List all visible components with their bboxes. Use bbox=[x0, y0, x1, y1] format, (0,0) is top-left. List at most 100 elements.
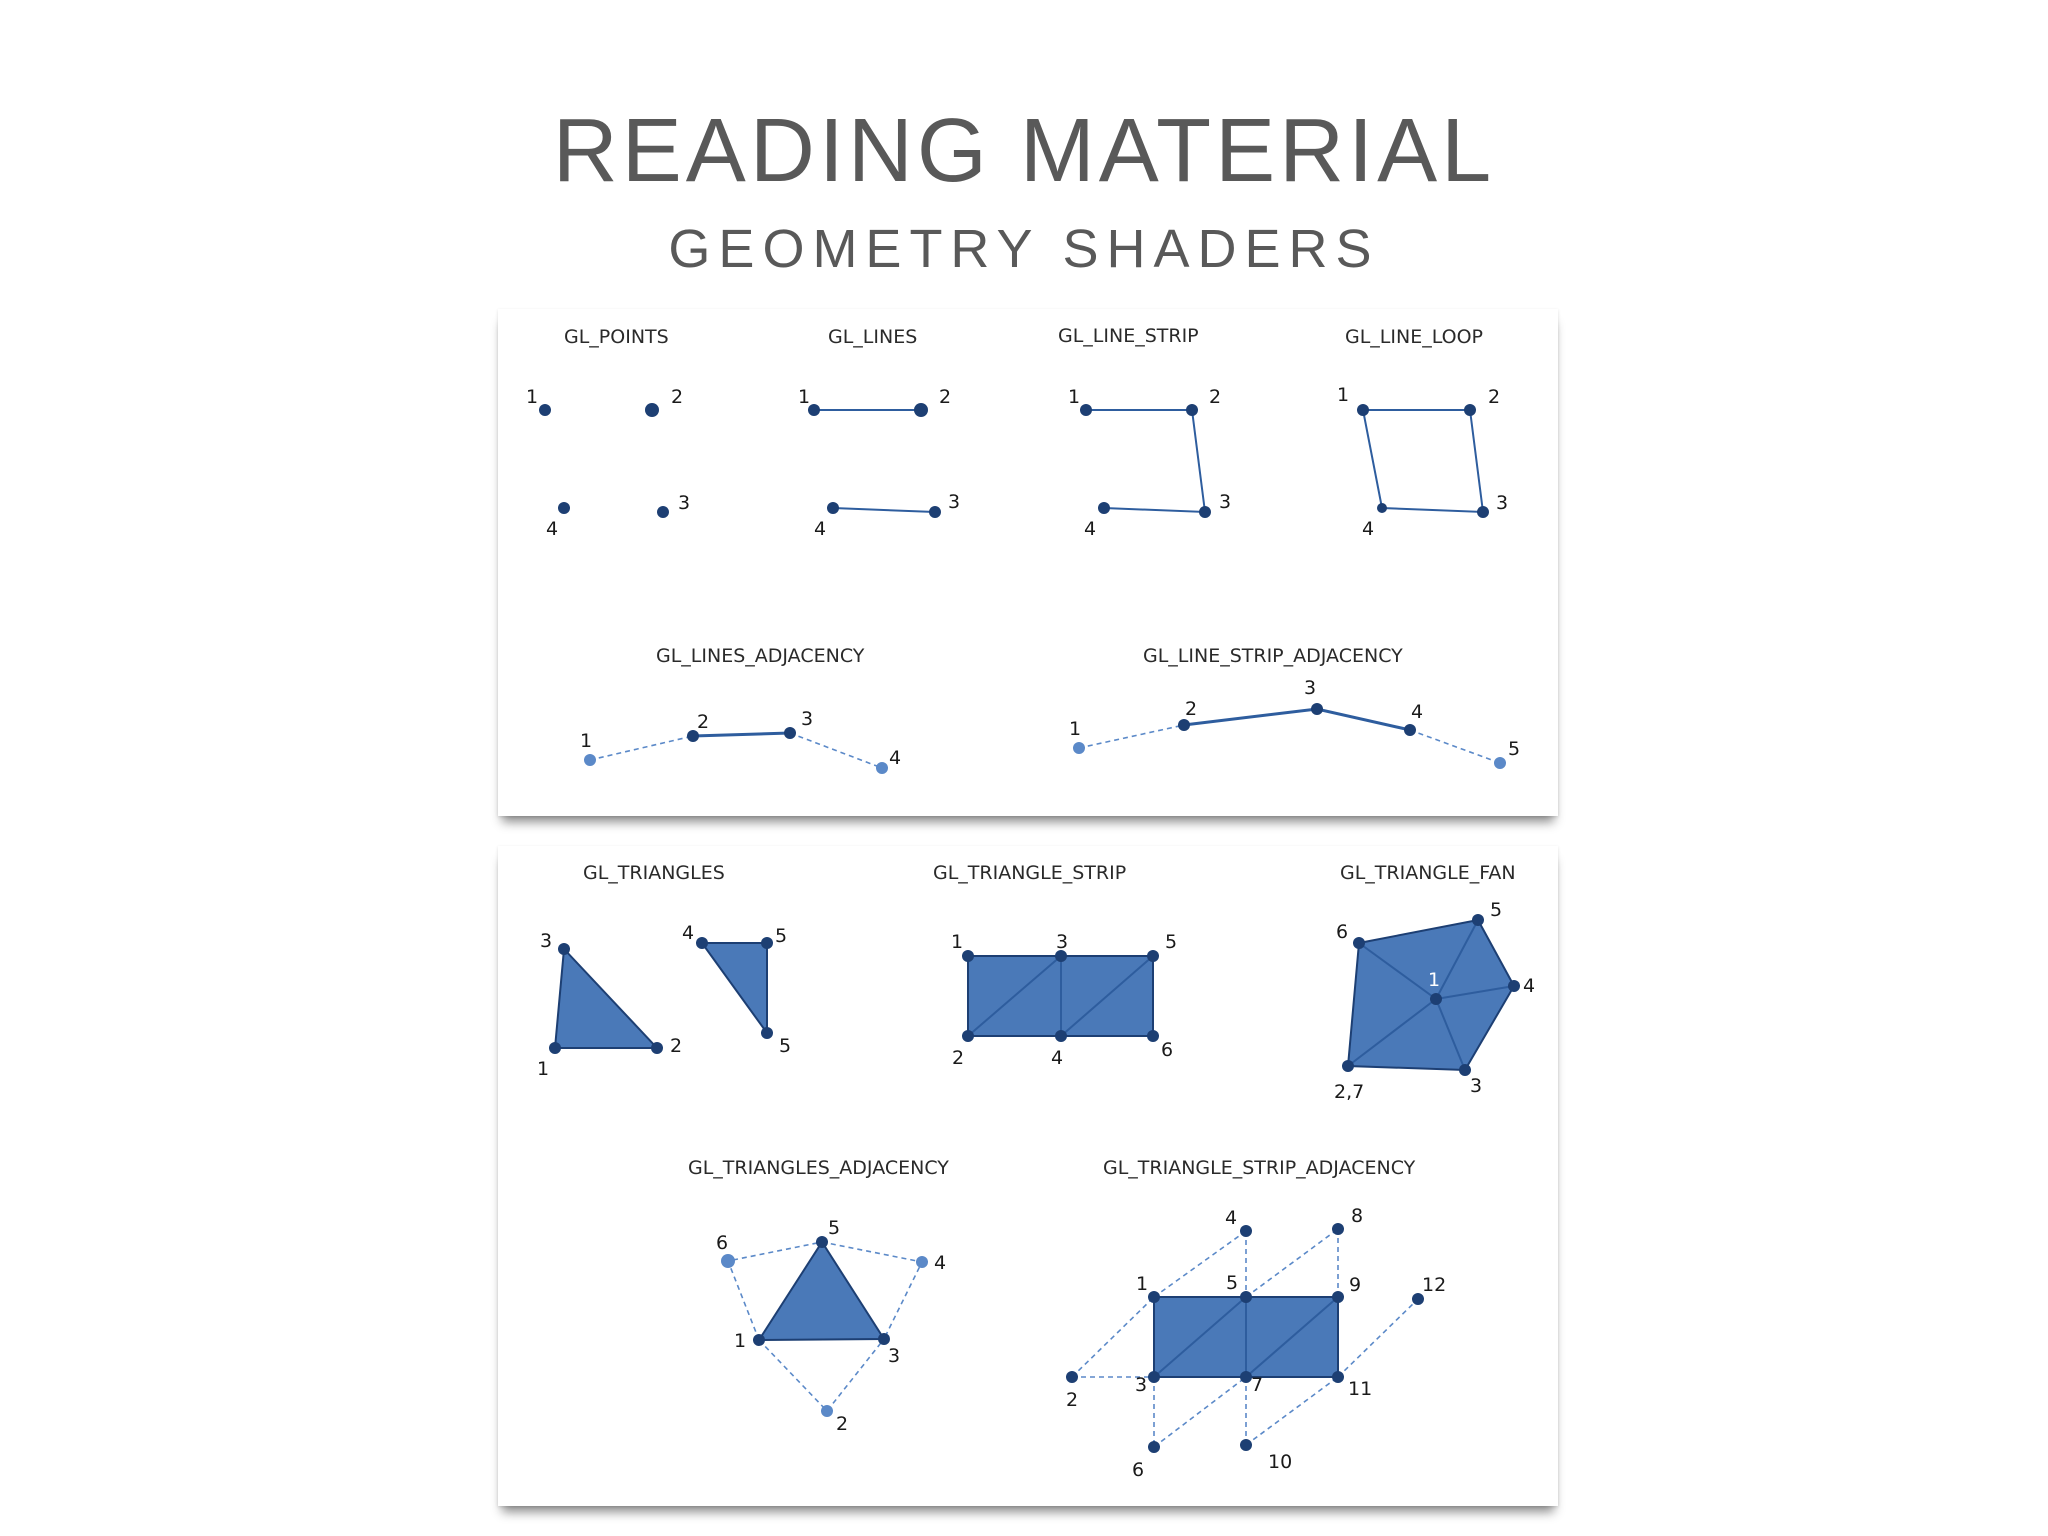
vertex-label: 1 bbox=[951, 931, 963, 953]
vertex-label: 4 bbox=[1051, 1047, 1063, 1069]
vertex-point bbox=[1332, 1223, 1344, 1235]
gl-triangle-strip-label: GL_TRIANGLE_STRIP bbox=[933, 862, 1126, 884]
vertex-point bbox=[1464, 404, 1476, 416]
gl-line-loop-label: GL_LINE_LOOP bbox=[1345, 326, 1483, 348]
gl-triangles-label: GL_TRIANGLES bbox=[583, 862, 725, 884]
line-segment bbox=[832, 507, 936, 513]
vertex-label: 2 bbox=[939, 386, 951, 408]
vertex-label: 2 bbox=[671, 386, 683, 408]
vertex-label: 3 bbox=[1470, 1075, 1482, 1097]
vertex-label: 4 bbox=[1084, 518, 1096, 540]
vertex-point bbox=[962, 950, 974, 962]
vertex-point bbox=[549, 1042, 561, 1054]
gl-points-diagram: GL_POINTS 1 2 3 4 bbox=[526, 326, 690, 540]
gl-line-strip-adjacency-label: GL_LINE_STRIP_ADJACENCY bbox=[1143, 645, 1403, 667]
gl-line-strip-adjacency-diagram: GL_LINE_STRIP_ADJACENCY 1 2 3 4 5 bbox=[1069, 645, 1520, 769]
vertex-point bbox=[1148, 1371, 1160, 1383]
adjacency-edge bbox=[1153, 1230, 1247, 1298]
adjacency-edge bbox=[758, 1338, 885, 1413]
vertex-label: 5 bbox=[1508, 738, 1520, 760]
adjacency-edge bbox=[1245, 1376, 1339, 1446]
vertex-point bbox=[1430, 993, 1442, 1005]
vertex-label: 1 bbox=[1136, 1273, 1148, 1295]
vertex-label: 6 bbox=[1132, 1459, 1144, 1481]
vertex-label: 12 bbox=[1422, 1274, 1446, 1296]
vertex-label: 2 bbox=[1209, 386, 1221, 408]
adjacency-edge bbox=[789, 732, 883, 769]
vertex-point bbox=[1147, 950, 1159, 962]
vertex-label: 6 bbox=[1161, 1039, 1173, 1061]
vertex-point bbox=[645, 403, 659, 417]
gl-triangle-strip-adjacency-diagram: GL_TRIANGLE_STRIP_ADJACENCY 1 2 3 4 5 6 bbox=[1066, 1157, 1446, 1481]
vertex-label: 1 bbox=[734, 1330, 746, 1352]
triangle-primitives-diagram: GL_TRIANGLES 1 2 3 4 5 5 GL_TRIANGLE_STR… bbox=[537, 862, 1535, 1481]
vertex-label: 3 bbox=[540, 930, 552, 952]
gl-triangles-adjacency-label: GL_TRIANGLES_ADJACENCY bbox=[688, 1157, 949, 1179]
vertex-point bbox=[761, 1027, 773, 1039]
vertex-point bbox=[1148, 1291, 1160, 1303]
vertex-point bbox=[1055, 1030, 1067, 1042]
vertex-point bbox=[1477, 506, 1489, 518]
line-loop bbox=[1361, 409, 1485, 514]
triangle-edge bbox=[967, 955, 1062, 1037]
gl-lines-label: GL_LINES bbox=[828, 326, 917, 348]
vertex-point bbox=[1342, 1060, 1354, 1072]
gl-triangle-strip-diagram: GL_TRIANGLE_STRIP 1 2 3 4 5 6 bbox=[933, 862, 1177, 1069]
vertex-point bbox=[827, 502, 839, 514]
vertex-label: 4 bbox=[546, 518, 558, 540]
vertex-point bbox=[1148, 1441, 1160, 1453]
vertex-label: 3 bbox=[1056, 931, 1068, 953]
vertex-label: 10 bbox=[1268, 1451, 1292, 1473]
vertex-label: 7 bbox=[1251, 1374, 1263, 1396]
vertex-label: 11 bbox=[1348, 1378, 1372, 1400]
vertex-point bbox=[1332, 1291, 1344, 1303]
vertex-label: 5 bbox=[1165, 931, 1177, 953]
vertex-label: 1 bbox=[526, 386, 538, 408]
vertex-point bbox=[761, 937, 773, 949]
vertex-label: 1 bbox=[1068, 386, 1080, 408]
gl-line-strip-label: GL_LINE_STRIP bbox=[1058, 325, 1199, 347]
triangle-face bbox=[700, 942, 768, 1037]
vertex-point bbox=[1508, 980, 1520, 992]
adjacency-edge bbox=[1409, 729, 1501, 764]
adjacency-edge bbox=[589, 735, 694, 761]
line-segment bbox=[692, 731, 791, 738]
vertex-label: 2,7 bbox=[1334, 1081, 1364, 1103]
adjacent-vertex-point bbox=[584, 754, 596, 766]
vertex-label: 4 bbox=[889, 747, 901, 769]
triangle-edge bbox=[1435, 998, 1466, 1071]
gl-lines-adjacency-diagram: GL_LINES_ADJACENCY 1 2 3 4 bbox=[580, 645, 901, 774]
vertex-point bbox=[558, 502, 570, 514]
adjacent-vertex-point bbox=[1073, 742, 1085, 754]
triangle-face bbox=[757, 1240, 886, 1342]
adjacent-vertex-point bbox=[916, 1256, 928, 1268]
adjacency-edge bbox=[1071, 1296, 1155, 1378]
vertex-point bbox=[1357, 404, 1369, 416]
triangle-edge bbox=[1245, 1296, 1339, 1378]
vertex-point bbox=[816, 1236, 828, 1248]
page-title: READING MATERIAL bbox=[552, 101, 1496, 201]
triangle-edge bbox=[1435, 985, 1515, 1000]
adjacency-edge bbox=[1337, 1298, 1419, 1378]
vertex-label: 9 bbox=[1349, 1274, 1361, 1296]
vertex-point bbox=[1080, 404, 1092, 416]
triangle-edge bbox=[1358, 942, 1437, 1000]
vertex-point bbox=[1066, 1371, 1078, 1383]
vertex-point bbox=[696, 937, 708, 949]
vertex-point bbox=[539, 404, 551, 416]
vertex-label: 1 bbox=[580, 730, 592, 752]
vertex-label: 2 bbox=[1066, 1389, 1078, 1411]
adjacent-vertex-point bbox=[876, 762, 888, 774]
vertex-point bbox=[1240, 1291, 1252, 1303]
vertex-point bbox=[1147, 1030, 1159, 1042]
vertex-label: 2 bbox=[1488, 386, 1500, 408]
adjacency-edge bbox=[1245, 1228, 1339, 1298]
vertex-label: 5 bbox=[1490, 899, 1502, 921]
vertex-point bbox=[753, 1334, 765, 1346]
vertex-point bbox=[929, 506, 941, 518]
vertex-label: 4 bbox=[814, 518, 826, 540]
vertex-label: 1 bbox=[1069, 718, 1081, 740]
vertex-label: 4 bbox=[682, 922, 694, 944]
gl-triangle-fan-diagram: GL_TRIANGLE_FAN 1 2,7 3 4 5 6 bbox=[1334, 862, 1535, 1103]
vertex-label: 1 bbox=[537, 1058, 549, 1080]
